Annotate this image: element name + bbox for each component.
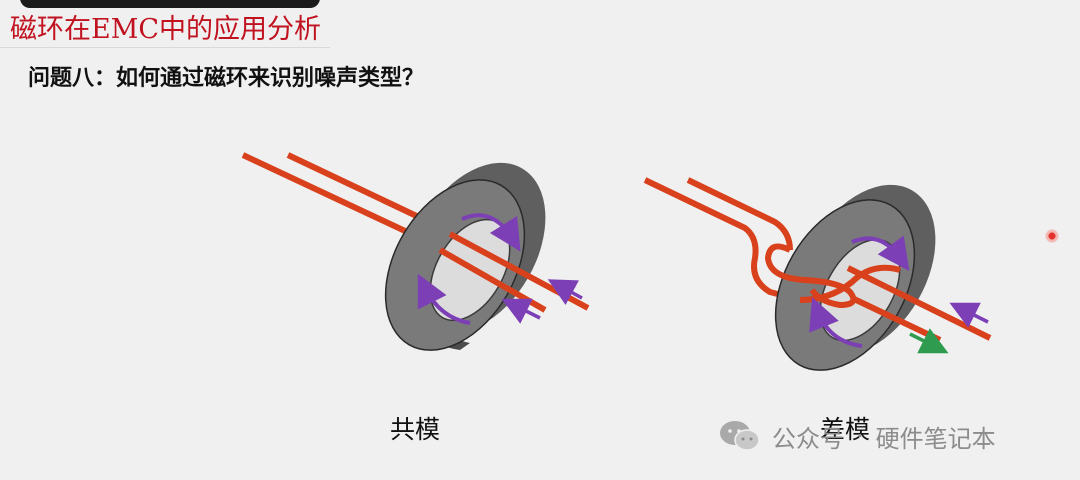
dm-flux-arrow-bottom: [809, 297, 863, 348]
watermark-prefix: 公众号: [772, 424, 844, 453]
cm-flux-arrow-bottom: [417, 273, 471, 325]
watermark-separator: ·: [856, 422, 864, 450]
common-mode-diagram: [241, 152, 590, 351]
question-heading: 问题八：如何通过磁环来识别噪声类型？: [28, 66, 425, 91]
cm-flux-arrow-top: [461, 213, 521, 252]
watermark-account: 硬件笔记本: [875, 424, 996, 453]
slide-header-title: 磁环在EMC中的应用分析: [10, 14, 322, 45]
dm-wire-2-back: [686, 177, 793, 251]
dm-current-arrow-in: [949, 302, 989, 328]
watermark: 公众号 · 硬件笔记本: [718, 416, 996, 456]
differential-mode-diagram: [643, 177, 992, 371]
cm-wire-2-back: [286, 152, 427, 223]
dm-current-arrow-out: [909, 328, 949, 354]
top-tab: [20, 0, 320, 8]
cm-current-arrow-1: [547, 279, 583, 305]
cm-current-arrow-2: [501, 298, 541, 324]
laser-pointer-dot: [1045, 229, 1059, 243]
dm-wire-1-back: [643, 177, 801, 303]
cm-wire-1-back: [241, 152, 422, 241]
header-divider: [0, 47, 330, 48]
cm-ferrite-ring: [384, 162, 546, 351]
wechat-icon: [720, 421, 760, 451]
common-mode-caption: 共模: [390, 415, 441, 444]
dm-flux-arrow-top: [851, 235, 910, 272]
differential-mode-caption: 差模: [820, 415, 871, 444]
